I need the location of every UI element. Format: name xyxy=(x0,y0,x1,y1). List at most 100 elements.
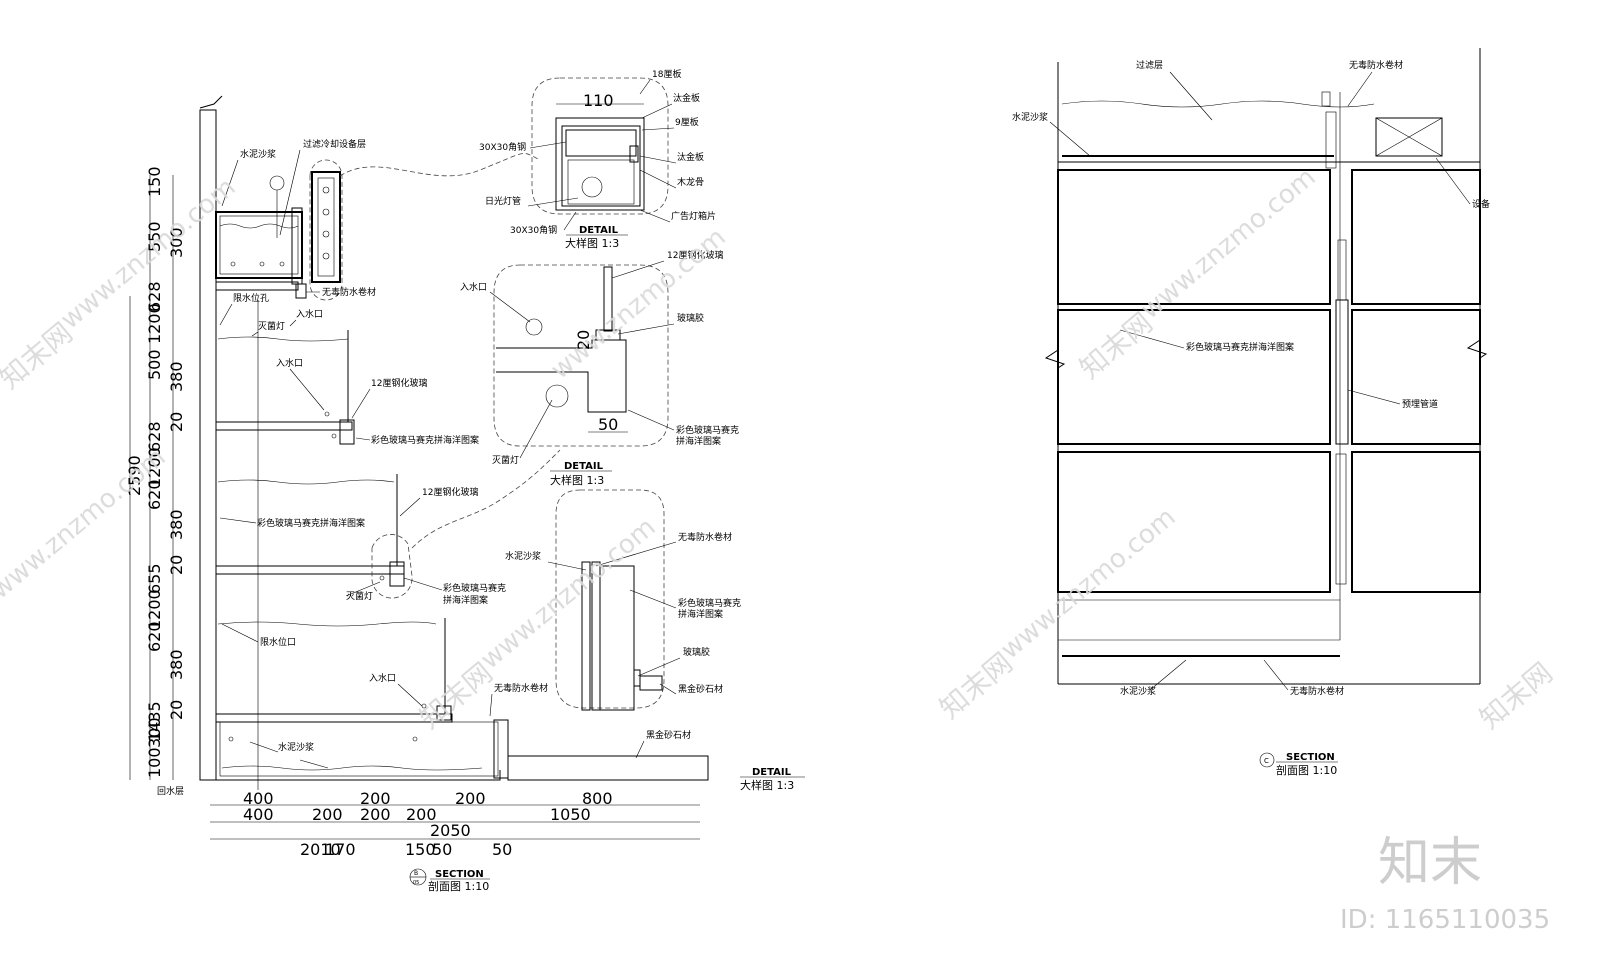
section-c-subtitle: 剖面图 1:10 xyxy=(1276,763,1337,777)
wm-brand-4: 知末网 xyxy=(933,646,1019,725)
label-film: 广告灯箱片 xyxy=(671,210,716,222)
slab-2 xyxy=(215,421,353,431)
dim-v-22: 100 xyxy=(145,747,164,778)
detail-1-subtitle: 大样图 1:3 xyxy=(565,236,619,250)
label-glass-1: 12厘钢化玻璃 xyxy=(371,377,427,389)
detail-1: 110 18厘板 汰金板 9厘板 30X30角钢 汰金板 木龙骨 日光灯管 广告… xyxy=(479,68,716,250)
dim-v-5: 1200 xyxy=(145,303,164,344)
label-d2-glue: 玻璃胶 xyxy=(677,312,704,324)
dim-h-9: 1050 xyxy=(550,805,591,824)
dim-v-6: 500 xyxy=(145,349,164,380)
label-mosaic-2b: 拼海洋图案 xyxy=(443,594,488,606)
label-c-equipment: 设备 xyxy=(1472,198,1490,210)
label-mosaic-2a: 彩色玻璃马赛克 xyxy=(443,582,506,594)
label-limit-hole: 限水位孔 xyxy=(233,292,269,304)
label-limit-port: 限水位口 xyxy=(260,636,296,648)
dim-h-10: 2050 xyxy=(430,821,471,840)
label-c-mosaic: 彩色玻璃马赛克拼海洋图案 xyxy=(1186,341,1294,353)
dim-v-15: 655 xyxy=(145,563,164,594)
dim-h-5: 400 xyxy=(243,805,274,824)
label-d2-uv: 灭菌灯 xyxy=(492,454,519,466)
dim-h-1: 400 xyxy=(243,789,274,808)
label-c-mortar-top: 水泥沙浆 xyxy=(1012,111,1048,123)
label-d2-mosaic-a: 彩色玻璃马赛克 xyxy=(676,424,739,436)
dim-h-12: 170 xyxy=(325,840,356,859)
section-b-title: SECTION xyxy=(435,869,484,880)
section-b-tag-bottom: 05 xyxy=(413,880,419,886)
detail-2-dim-v: 20 xyxy=(574,330,593,350)
wm-id: ID: 1165110035 xyxy=(1340,905,1550,935)
section-c-tag: C xyxy=(1264,757,1269,765)
label-titanium2: 汰金板 xyxy=(677,151,704,163)
dim-h-14: 50 xyxy=(432,840,452,859)
detail-1-dim: 110 xyxy=(583,91,614,110)
label-angle2: 30X30角钢 xyxy=(510,224,557,236)
label-d3-membrane: 无毒防水卷材 xyxy=(678,531,732,543)
tank-row-3 xyxy=(1057,451,1331,593)
dim-v-18: 380 xyxy=(167,649,186,680)
dim-h-11: 2010 xyxy=(300,840,341,859)
dim-v-8: 20 xyxy=(167,412,186,432)
dim-v-16: 1200 xyxy=(145,589,164,630)
equipment-box xyxy=(1375,117,1443,157)
label-d2-mosaic-b: 拼海洋图案 xyxy=(676,435,721,447)
section-c-title: SECTION xyxy=(1286,752,1335,763)
label-d3-mosaic-a: 彩色玻璃马赛克 xyxy=(678,597,741,609)
dim-h-13: 150 xyxy=(405,840,436,859)
detail-1-title: DETAIL xyxy=(579,225,619,236)
section-c-tag-icon xyxy=(1259,752,1275,768)
wm-brand-2: 知末网 xyxy=(413,656,499,735)
dimension-horizontal: 400 200 200 800 400 200 200 200 1050 205… xyxy=(243,789,613,859)
label-membrane-bottom: 无毒防水卷材 xyxy=(494,682,548,694)
label-angle1: 30X30角钢 xyxy=(479,141,526,153)
label-d2-glass: 12厘钢化玻璃 xyxy=(667,249,723,261)
label-uv-lamp-2: 灭菌灯 xyxy=(346,590,373,602)
section-b-labels: 水泥沙浆 过滤冷却设备层 无毒防水卷材 限水位孔 入水口 灭菌灯 入水口 12厘… xyxy=(157,138,691,797)
dim-v-10: 1200 xyxy=(145,447,164,488)
dim-v-1: 150 xyxy=(145,166,164,197)
dim-h-2: 200 xyxy=(360,789,391,808)
section-b: 150 550 300 628 1200 500 380 20 628 1200… xyxy=(125,95,709,893)
label-d2-inlet: 入水口 xyxy=(460,281,487,293)
label-d3-glue: 玻璃胶 xyxy=(683,646,710,658)
granite-step xyxy=(507,755,709,781)
dim-v-19: 20 xyxy=(167,700,186,720)
label-mortar-bottom: 水泥沙浆 xyxy=(278,741,314,753)
slab-3 xyxy=(215,565,405,575)
label-mortar-top: 水泥沙浆 xyxy=(240,148,276,160)
detail-2-dim-h: 50 xyxy=(598,415,618,434)
label-membrane-top: 无毒防水卷材 xyxy=(322,286,376,298)
dim-v-total: 2590 xyxy=(125,455,144,496)
label-tube: 日光灯管 xyxy=(485,195,521,207)
label-c-pipe: 预埋管道 xyxy=(1402,398,1438,410)
detail-3-title: DETAIL xyxy=(752,767,792,778)
label-titanium1: 汰金板 xyxy=(673,92,700,104)
wm-brand-5: 知末网 xyxy=(1473,656,1559,735)
pipe-column xyxy=(1335,299,1349,445)
detail-2-subtitle: 大样图 1:3 xyxy=(550,473,604,487)
light-box xyxy=(311,171,341,283)
label-granite: 黑金砂石材 xyxy=(646,729,691,741)
label-mosaic-wall: 彩色玻璃马赛克拼海洋图案 xyxy=(257,517,365,529)
section-b-tag-top: B xyxy=(414,870,418,877)
wm-logo: 知末 xyxy=(1378,833,1482,893)
tank-row-2 xyxy=(1057,309,1331,445)
detail-2-title: DETAIL xyxy=(564,461,604,472)
label-filter-cooling: 过滤冷却设备层 xyxy=(303,138,366,150)
dim-v-17: 620 xyxy=(145,621,164,652)
dimension-vertical: 150 550 300 628 1200 500 380 20 628 1200… xyxy=(125,166,186,778)
label-backfill: 回水层 xyxy=(157,785,184,797)
label-plywood9: 9厘板 xyxy=(675,116,699,128)
filter-tank xyxy=(215,211,303,279)
section-b-subtitle: 剖面图 1:10 xyxy=(428,879,489,893)
label-mosaic-1: 彩色玻璃马赛克拼海洋图案 xyxy=(371,434,479,446)
label-d3-mortar: 水泥沙浆 xyxy=(505,550,541,562)
label-keel: 木龙骨 xyxy=(677,176,704,188)
label-c-membrane-bottom: 无毒防水卷材 xyxy=(1290,685,1344,697)
wm-site-6: www.znzmo.com xyxy=(995,502,1181,665)
section-c: 过滤层 无毒防水卷材 水泥沙浆 设备 彩色玻璃马赛克拼海洋图案 预埋管道 水泥沙… xyxy=(1012,48,1490,777)
slab-1 xyxy=(215,281,299,291)
dim-h-7: 200 xyxy=(360,805,391,824)
